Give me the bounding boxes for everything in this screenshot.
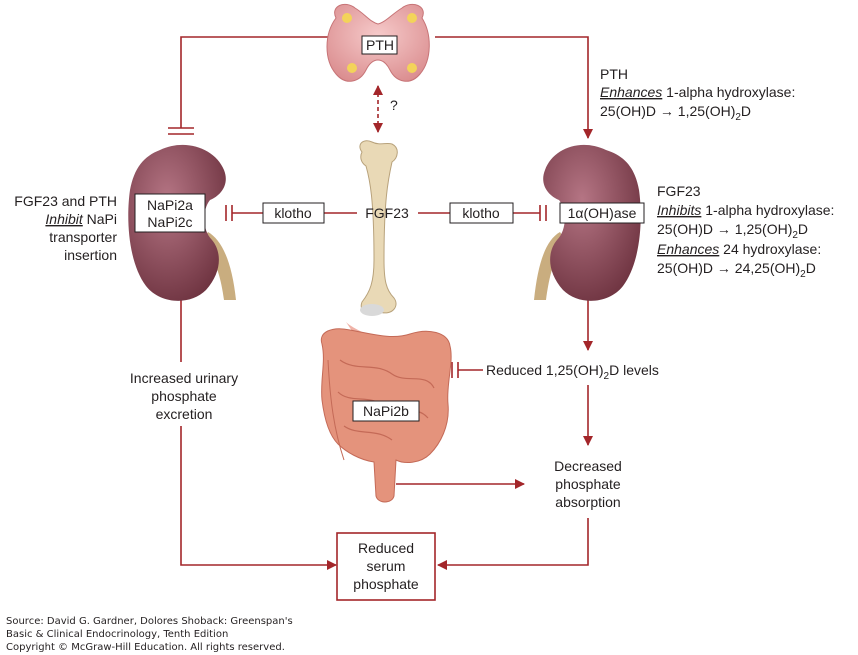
question-mark-label: ? [390,97,398,113]
klotho-right-box [449,202,514,224]
klotho-right-label: klotho [462,205,500,221]
napi2a-2c-box [134,193,206,233]
napi2a-label: NaPi2a [147,197,193,213]
fgf-text-line5: 25(OH)D → 24,25(OH)2D [657,260,816,280]
decreased-absorption-line3: absorption [555,494,620,510]
pth-text-line2: Enhances 1-alpha hydroxylase: [600,84,795,100]
left-text-line1: FGF23 and PTH [14,193,117,209]
napi2b-label: NaPi2b [363,403,409,419]
connector-lines [168,36,593,570]
source-line2: Basic & Clinical Endocrinology, Tenth Ed… [6,629,228,640]
source-line3: Copyright © McGraw-Hill Education. All r… [6,642,285,653]
klotho-left-label: klotho [274,205,312,221]
fgf-text-line2: Inhibits 1-alpha hydroxylase: [657,202,834,218]
reduced-serum-phosphate-box [336,532,436,601]
urinary-excretion-line3: excretion [156,406,213,422]
decreased-absorption-line2: phosphate [555,476,621,492]
urinary-excretion-line1: Increased urinary [130,370,238,386]
enzyme-label: 1α(OH)ase [568,205,637,221]
bone-illustration [359,140,398,316]
pth-gland-label: PTH [366,37,394,53]
fgf-text-line4: Enhances 24 hydroxylase: [657,241,821,257]
urinary-excretion-line2: phosphate [151,388,217,404]
reduced-serum-line3: phosphate [353,576,419,592]
left-text-line3: transporter [49,229,117,245]
pth-text-line3: 25(OH)D → 1,25(OH)2D [600,103,751,123]
pth-label-box [361,35,398,55]
reduced-serum-line2: serum [367,558,406,574]
napi2b-box [352,400,420,422]
left-text-line2: Inhibit NaPi [45,211,117,227]
left-text-line4: insertion [64,247,117,263]
fgf-text-line3: 25(OH)D → 1,25(OH)2D [657,221,808,241]
enzyme-box [559,202,645,224]
reduced-levels-label: Reduced 1,25(OH)2D levels [486,362,659,382]
reduced-serum-line1: Reduced [358,540,414,556]
pth-text-title: PTH [600,66,628,82]
source-line1: Source: David G. Gardner, Dolores Shobac… [6,616,293,627]
fgf23-center-label: FGF23 [365,205,409,221]
napi2c-label: NaPi2c [147,214,192,230]
klotho-left-box [262,202,325,224]
fgf-text-title: FGF23 [657,183,701,199]
decreased-absorption-line1: Decreased [554,458,622,474]
